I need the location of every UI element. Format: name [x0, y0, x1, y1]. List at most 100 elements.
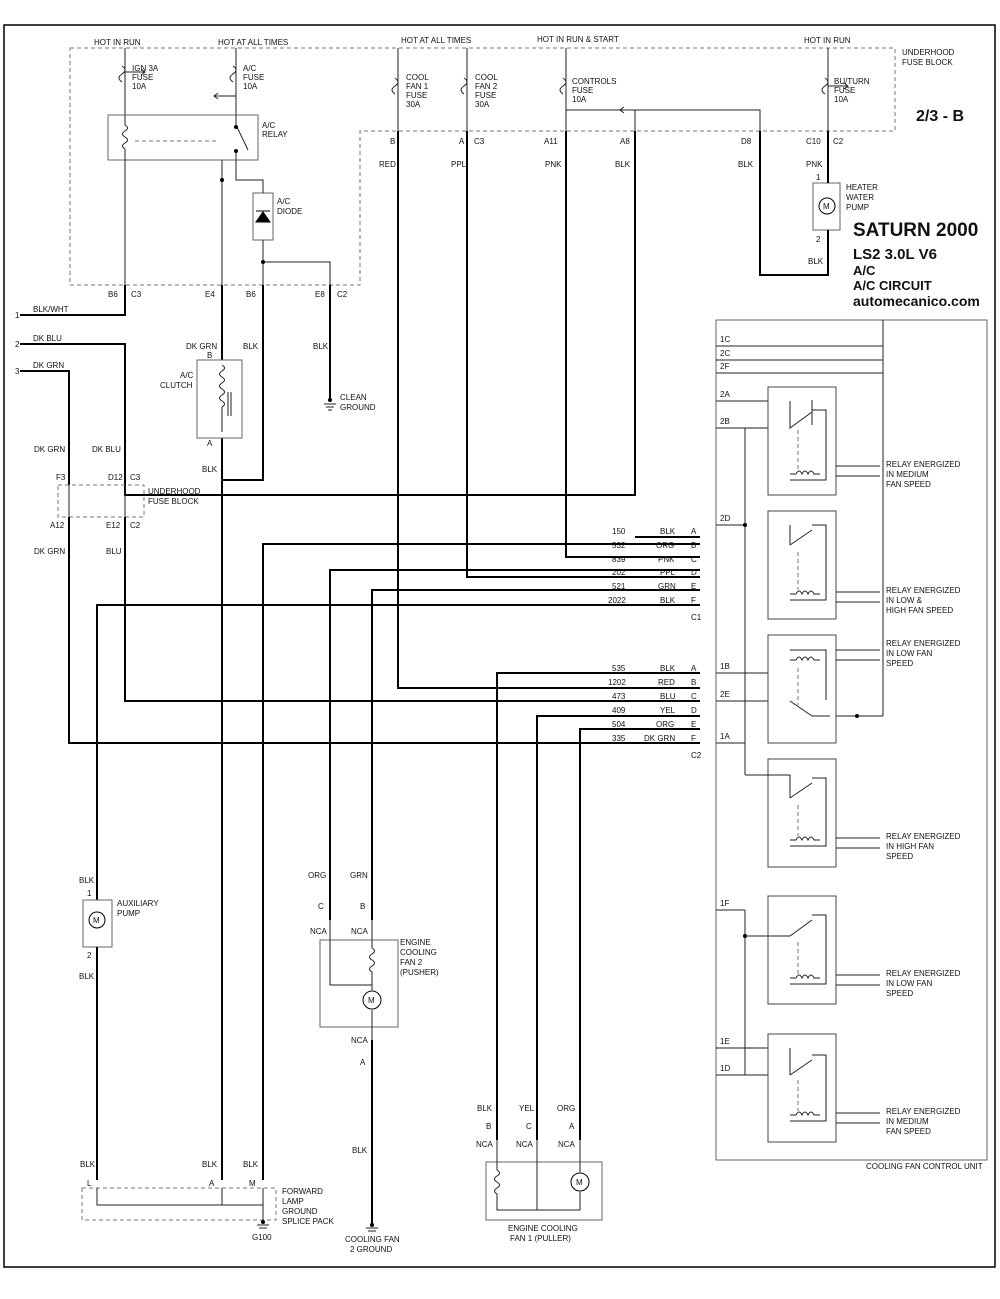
- wire-blk-splice-a: BLK: [202, 1160, 218, 1169]
- mid-pin-a12: A12: [50, 521, 65, 530]
- mid-pin-e12: E12: [106, 521, 121, 530]
- wire-dkblu-mid: DK BLU: [92, 445, 121, 454]
- cfcu-pin-1e: 1E: [720, 1037, 730, 1046]
- splice-pin-l: L: [87, 1179, 92, 1188]
- svg-text:RELAY ENERGIZED: RELAY ENERGIZED: [886, 969, 961, 978]
- wire-blk-clutch-out: BLK: [202, 465, 218, 474]
- svg-text:30A: 30A: [406, 100, 421, 109]
- wire-ppl: PPL: [451, 160, 467, 169]
- ac-diode-label-2: DIODE: [277, 207, 302, 216]
- ac-diode-label-1: A/C: [277, 197, 291, 206]
- svg-text:FAN 1: FAN 1: [406, 82, 429, 91]
- conn-a: A: [459, 137, 465, 146]
- cfcu-pin-1b: 1B: [720, 662, 730, 671]
- fuse-ign3a: [118, 65, 126, 83]
- svg-text:COOL: COOL: [475, 73, 498, 82]
- fuse-ac-label: A/C FUSE 10A: [243, 64, 264, 91]
- fan2-body: [319, 939, 399, 1028]
- fan1-motor-label: M: [576, 1178, 583, 1187]
- svg-text:IN LOW &: IN LOW &: [886, 596, 923, 605]
- c2-label: C2: [691, 751, 702, 760]
- aux-pump-pin1: 1: [87, 889, 92, 898]
- relay-1: [767, 386, 837, 496]
- ac-clutch-label-1: A/C: [180, 371, 194, 380]
- c2-row-1-pin: B: [691, 678, 696, 687]
- fan2-pin-b: B: [360, 902, 365, 911]
- c2-row-4-color: ORG: [656, 720, 674, 729]
- wire-blk-splice-l: BLK: [80, 1160, 96, 1169]
- fan1-pin-a: A: [569, 1122, 575, 1131]
- svg-text:FUSE: FUSE: [834, 86, 855, 95]
- conn-b6-c3: B6: [108, 290, 118, 299]
- fan1-pin-b-nca: NCA: [476, 1140, 494, 1149]
- fan1-pin-a-nca: NCA: [558, 1140, 576, 1149]
- fwd-lamp-label-4: SPLICE PACK: [282, 1217, 335, 1226]
- clean-ground-symbol: [324, 398, 336, 411]
- cfcu-pin-2a: 2A: [720, 390, 730, 399]
- svg-text:IN MEDIUM: IN MEDIUM: [886, 1117, 929, 1126]
- wire-blk-pump: BLK: [808, 257, 824, 266]
- heater-pump-motor: [818, 197, 836, 215]
- ac-relay-label-1: A/C: [262, 121, 276, 130]
- title-circuit: A/C CIRCUIT: [853, 278, 932, 293]
- label-hot-in-run-left: HOT IN RUN: [94, 38, 141, 47]
- fwd-lamp-label-3: GROUND: [282, 1207, 318, 1216]
- g100-label: G100: [252, 1233, 272, 1242]
- fan2-label-2: COOLING: [400, 948, 437, 957]
- left-wire-2: DK BLU: [33, 334, 62, 343]
- c2-row-0-circuit: 535: [612, 664, 626, 673]
- svg-text:IN LOW FAN: IN LOW FAN: [886, 979, 932, 988]
- relay-5-label: RELAY ENERGIZED IN LOW FAN SPEED: [886, 969, 961, 998]
- heater-pump-label-3: PUMP: [846, 203, 869, 212]
- c1-row-2-circuit: 839: [612, 555, 626, 564]
- heater-pump-pin1: 1: [816, 173, 821, 182]
- relay-3: [767, 634, 837, 744]
- svg-text:IN LOW FAN: IN LOW FAN: [886, 649, 932, 658]
- fan2-pin-b-nca: NCA: [351, 927, 369, 936]
- fan2-pin-a-nca: NCA: [351, 1036, 369, 1045]
- c1-row-0-pin: A: [691, 527, 697, 536]
- c1-label: C1: [691, 613, 702, 622]
- fan1-pin-c: C: [526, 1122, 532, 1131]
- wire-blk-fan1: BLK: [477, 1104, 493, 1113]
- aux-pump-label-2: PUMP: [117, 909, 140, 918]
- cfcu-pin-2e: 2E: [720, 690, 730, 699]
- ac-clutch-body: [196, 359, 243, 439]
- conn-b: B: [390, 137, 395, 146]
- svg-text:FAN 2: FAN 2: [475, 82, 498, 91]
- cfcu-pin-2b: 2B: [720, 417, 730, 426]
- fuse-cool-fan1: [391, 77, 399, 95]
- mid-pin-c3: C3: [130, 473, 141, 482]
- fuse-cool-fan1-label: COOL FAN 1 FUSE 30A: [406, 73, 429, 109]
- wire-blk-d8: BLK: [738, 160, 754, 169]
- mid-fuse-block-outline: [57, 484, 145, 518]
- conn-e4: E4: [205, 290, 215, 299]
- svg-text:FUSE: FUSE: [243, 73, 264, 82]
- g100-ground-symbol: [257, 1220, 269, 1229]
- fuse-bu-turn: [821, 77, 829, 95]
- c2-row-3-circuit: 409: [612, 706, 626, 715]
- wire-blk-aux-bot: BLK: [79, 972, 95, 981]
- wire-org-fan2: ORG: [308, 871, 326, 880]
- heater-pump-label-1: HEATER: [846, 183, 878, 192]
- heater-water-pump-body: [812, 182, 841, 231]
- conn-a11: A11: [544, 137, 558, 146]
- cfcu-pin-1d: 1D: [720, 1064, 730, 1073]
- c1-row-1-circuit: 532: [612, 541, 626, 550]
- relay-3-label: RELAY ENERGIZED IN LOW FAN SPEED: [886, 639, 961, 668]
- fan2-pin-c-nca: NCA: [310, 927, 328, 936]
- fan2-label-3: FAN 2: [400, 958, 423, 967]
- relay-5: [745, 895, 837, 1005]
- clean-ground-label-2: GROUND: [340, 403, 376, 412]
- cfcu-pin-2f: 2F: [720, 362, 729, 371]
- fan2-ground-label-1: COOLING FAN: [345, 1235, 400, 1244]
- aux-pump-motor: [88, 911, 106, 929]
- c2-row-5-pin: F: [691, 734, 696, 743]
- svg-text:RELAY ENERGIZED: RELAY ENERGIZED: [886, 586, 961, 595]
- mid-fuse-block-label-2: FUSE BLOCK: [148, 497, 199, 506]
- svg-text:10A: 10A: [834, 95, 849, 104]
- svg-text:RELAY ENERGIZED: RELAY ENERGIZED: [886, 1107, 961, 1116]
- svg-text:SPEED: SPEED: [886, 852, 913, 861]
- c2-connector-table: 535 BLK A 1202 RED B 473 BLU C 409 YEL D…: [608, 664, 702, 760]
- ac-relay-body: [107, 114, 259, 161]
